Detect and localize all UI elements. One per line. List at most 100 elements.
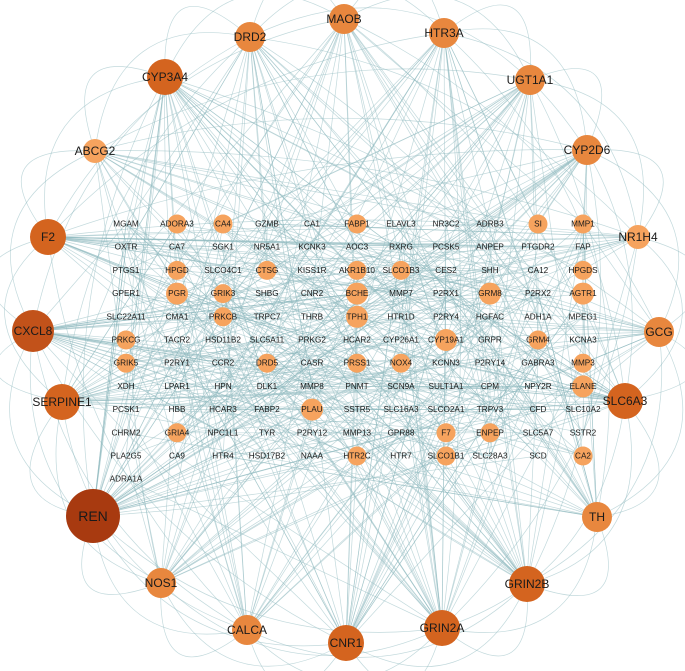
node-ren[interactable] [66, 489, 120, 543]
label-ptgs1: PTGS1 [113, 266, 140, 275]
label-p2ry1: P2RY1 [164, 359, 190, 368]
label-pgr: PGR [168, 289, 186, 298]
label-slc28a3: SLC28A3 [472, 452, 507, 461]
node-htr3a[interactable] [429, 18, 459, 48]
label-grin2b: GRIN2B [505, 577, 550, 591]
node-pgr[interactable] [166, 282, 188, 305]
node-drd5[interactable] [257, 353, 277, 373]
label-pla2g5: PLA2G5 [111, 452, 142, 461]
node-ctsg[interactable] [257, 260, 277, 280]
node-cyp3a4[interactable] [147, 59, 183, 95]
label-enpep: ENPEP [476, 428, 504, 437]
label-slc6a3: SLC6A3 [603, 394, 648, 408]
node-grm4[interactable] [528, 330, 548, 350]
node-cxcl8[interactable] [12, 310, 54, 352]
label-prkcb: PRKCB [209, 312, 238, 321]
node-htr2c[interactable] [347, 446, 367, 466]
label-grik3: GRIK3 [211, 289, 236, 298]
node-ca4[interactable] [213, 214, 233, 234]
label-ces2: CES2 [435, 266, 457, 275]
node-prkcg[interactable] [116, 330, 136, 350]
label-hbb: HBB [169, 405, 186, 414]
node-mmp1[interactable] [573, 214, 593, 234]
node-cnr1[interactable] [328, 625, 364, 661]
label-elane: ELANE [570, 382, 597, 391]
label-kcnk3: KCNK3 [298, 243, 326, 252]
node-drd2[interactable] [235, 22, 265, 52]
node-th[interactable] [582, 502, 612, 532]
node-calca[interactable] [232, 615, 262, 645]
node-gria4[interactable] [167, 423, 187, 443]
node-f7[interactable] [436, 423, 456, 443]
label-scn9a: SCN9A [387, 382, 415, 391]
node-cyp2d6[interactable] [572, 135, 602, 165]
node-slco1b3[interactable] [391, 260, 411, 280]
label-maob: MAOB [326, 12, 361, 26]
label-gabra3: GABRA3 [521, 359, 555, 368]
label-hsd11b2: HSD11B2 [205, 336, 241, 345]
label-slco2a1: SLCO2A1 [428, 405, 465, 414]
node-hpgd[interactable] [167, 260, 187, 280]
label-grin2a: GRIN2A [420, 621, 465, 635]
label-hgfac: HGFAC [476, 312, 504, 321]
node-cyp19a1[interactable] [435, 329, 457, 351]
node-grik3[interactable] [213, 284, 233, 304]
node-serpine1[interactable] [44, 384, 80, 420]
label-gcg: GCG [645, 325, 672, 339]
node-nox4[interactable] [391, 353, 411, 373]
label-anpep: ANPEP [476, 243, 504, 252]
node-tph1[interactable] [346, 305, 368, 328]
label-nr1h4: NR1H4 [618, 230, 658, 244]
node-grm8[interactable] [479, 282, 501, 305]
label-tyr: TYR [259, 428, 275, 437]
node-gcg[interactable] [644, 317, 674, 347]
label-f2: F2 [41, 230, 55, 244]
node-nos1[interactable] [146, 568, 176, 598]
label-mgam: MGAM [113, 220, 139, 229]
label-ca7: CA7 [169, 243, 185, 252]
node-grik5[interactable] [116, 353, 136, 373]
node-f2[interactable] [30, 219, 66, 255]
node-fabp1[interactable] [347, 214, 367, 234]
node-maob[interactable] [329, 4, 359, 34]
node-elane[interactable] [572, 375, 594, 398]
label-cyp2d6: CYP2D6 [564, 143, 611, 157]
node-plau[interactable] [301, 398, 323, 421]
node-nr1h4[interactable] [626, 225, 650, 249]
label-plau: PLAU [301, 405, 322, 414]
node-ugt1a1[interactable] [515, 65, 545, 95]
label-bche: BCHE [346, 289, 369, 298]
label-ca1: CA1 [304, 220, 320, 229]
node-grin2b[interactable] [509, 566, 545, 602]
node-si[interactable] [528, 214, 548, 234]
node-abcg2[interactable] [83, 139, 107, 163]
node-grin2a[interactable] [424, 610, 460, 646]
label-nox4: NOX4 [390, 359, 413, 368]
node-bche[interactable] [346, 282, 368, 305]
node-prss1[interactable] [347, 353, 367, 373]
node-enpep[interactable] [480, 423, 500, 443]
label-cfd: CFD [530, 405, 547, 414]
label-nr3c2: NR3C2 [433, 220, 460, 229]
label-gpr88: GPR88 [388, 428, 415, 437]
node-hpgds[interactable] [573, 260, 593, 280]
label-hpgds: HPGDS [568, 266, 598, 275]
label-cnr1: CNR1 [330, 636, 363, 650]
network-nodes [12, 4, 674, 661]
node-mmp3[interactable] [573, 353, 593, 373]
node-akr1b10[interactable] [347, 260, 367, 280]
label-ca12: CA12 [528, 266, 549, 275]
node-adora3[interactable] [167, 214, 187, 234]
label-ugt1a1: UGT1A1 [507, 73, 554, 87]
label-xdh: XDH [117, 382, 134, 391]
node-slco1b1[interactable] [436, 446, 456, 466]
node-slc6a3[interactable] [607, 383, 643, 419]
node-prkcb[interactable] [213, 307, 233, 327]
label-cnr2: CNR2 [301, 289, 324, 298]
node-ca2[interactable] [573, 446, 593, 466]
label-fap: FAP [575, 243, 591, 252]
node-agtr1[interactable] [572, 282, 594, 305]
label-fabp1: FABP1 [344, 220, 370, 229]
label-chrm2: CHRM2 [111, 428, 141, 437]
label-mmp7: MMP7 [389, 289, 413, 298]
